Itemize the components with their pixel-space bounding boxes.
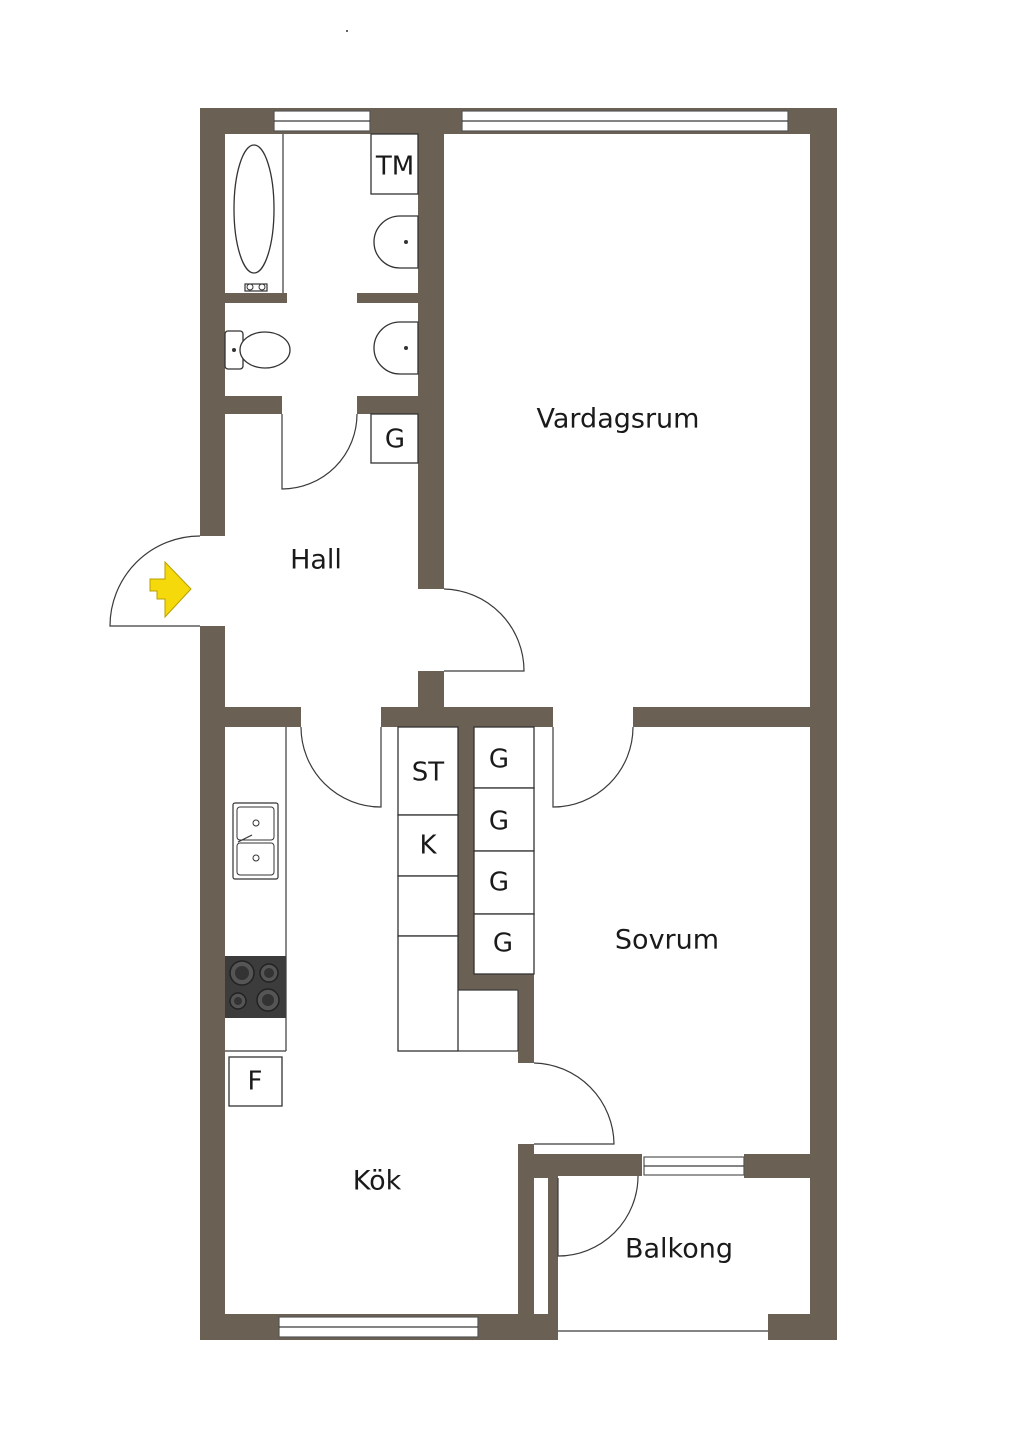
room-labels: Vardagsrum Hall Sovrum Kök Balkong [290, 404, 733, 1265]
kitchen-sink-icon [232, 802, 279, 880]
g-hall-box [370, 413, 419, 464]
g-hall-label: G [385, 425, 405, 455]
entry-door [109, 535, 201, 627]
stove-icon [225, 956, 286, 1018]
entry-arrow-icon [149, 560, 192, 619]
bedroom-door [552, 726, 634, 808]
interior-walls [200, 108, 837, 1340]
tm-label: TM [375, 152, 414, 182]
kitchen-door [300, 726, 382, 808]
g2-label: G [489, 807, 509, 837]
room-label-vardagsrum: Vardagsrum [537, 404, 700, 435]
storage-closets: ST K G G G G [397, 726, 535, 1052]
doors [109, 413, 639, 1257]
st-label: ST [412, 758, 445, 788]
f-label: F [248, 1067, 263, 1097]
room-label-kok: Kök [353, 1166, 402, 1197]
room-label-sovrum: Sovrum [615, 925, 719, 956]
fridge-box [228, 1056, 283, 1107]
faucet-icon [244, 283, 268, 292]
living-room-door [443, 588, 525, 672]
room-label-balkong: Balkong [625, 1234, 733, 1265]
toilet-icon [224, 330, 291, 370]
washbasin-icon-upper [373, 215, 419, 269]
balcony-door [557, 1175, 639, 1257]
windows [273, 110, 837, 1340]
k-label: K [419, 831, 437, 861]
scan-dot [346, 30, 348, 32]
tm-box [370, 133, 419, 195]
g1-label: G [489, 745, 509, 775]
g4-label: G [493, 929, 513, 959]
bathroom-door [281, 413, 358, 490]
kitchen-bedroom-door [533, 1062, 615, 1145]
room-label-hall: Hall [290, 545, 342, 576]
bathtub-icon [233, 144, 275, 274]
g3-label: G [489, 868, 509, 898]
kitchen-fixtures: F [225, 727, 287, 1107]
washbasin-icon-lower [373, 321, 419, 375]
bathroom-fixtures: TM G [224, 133, 419, 464]
